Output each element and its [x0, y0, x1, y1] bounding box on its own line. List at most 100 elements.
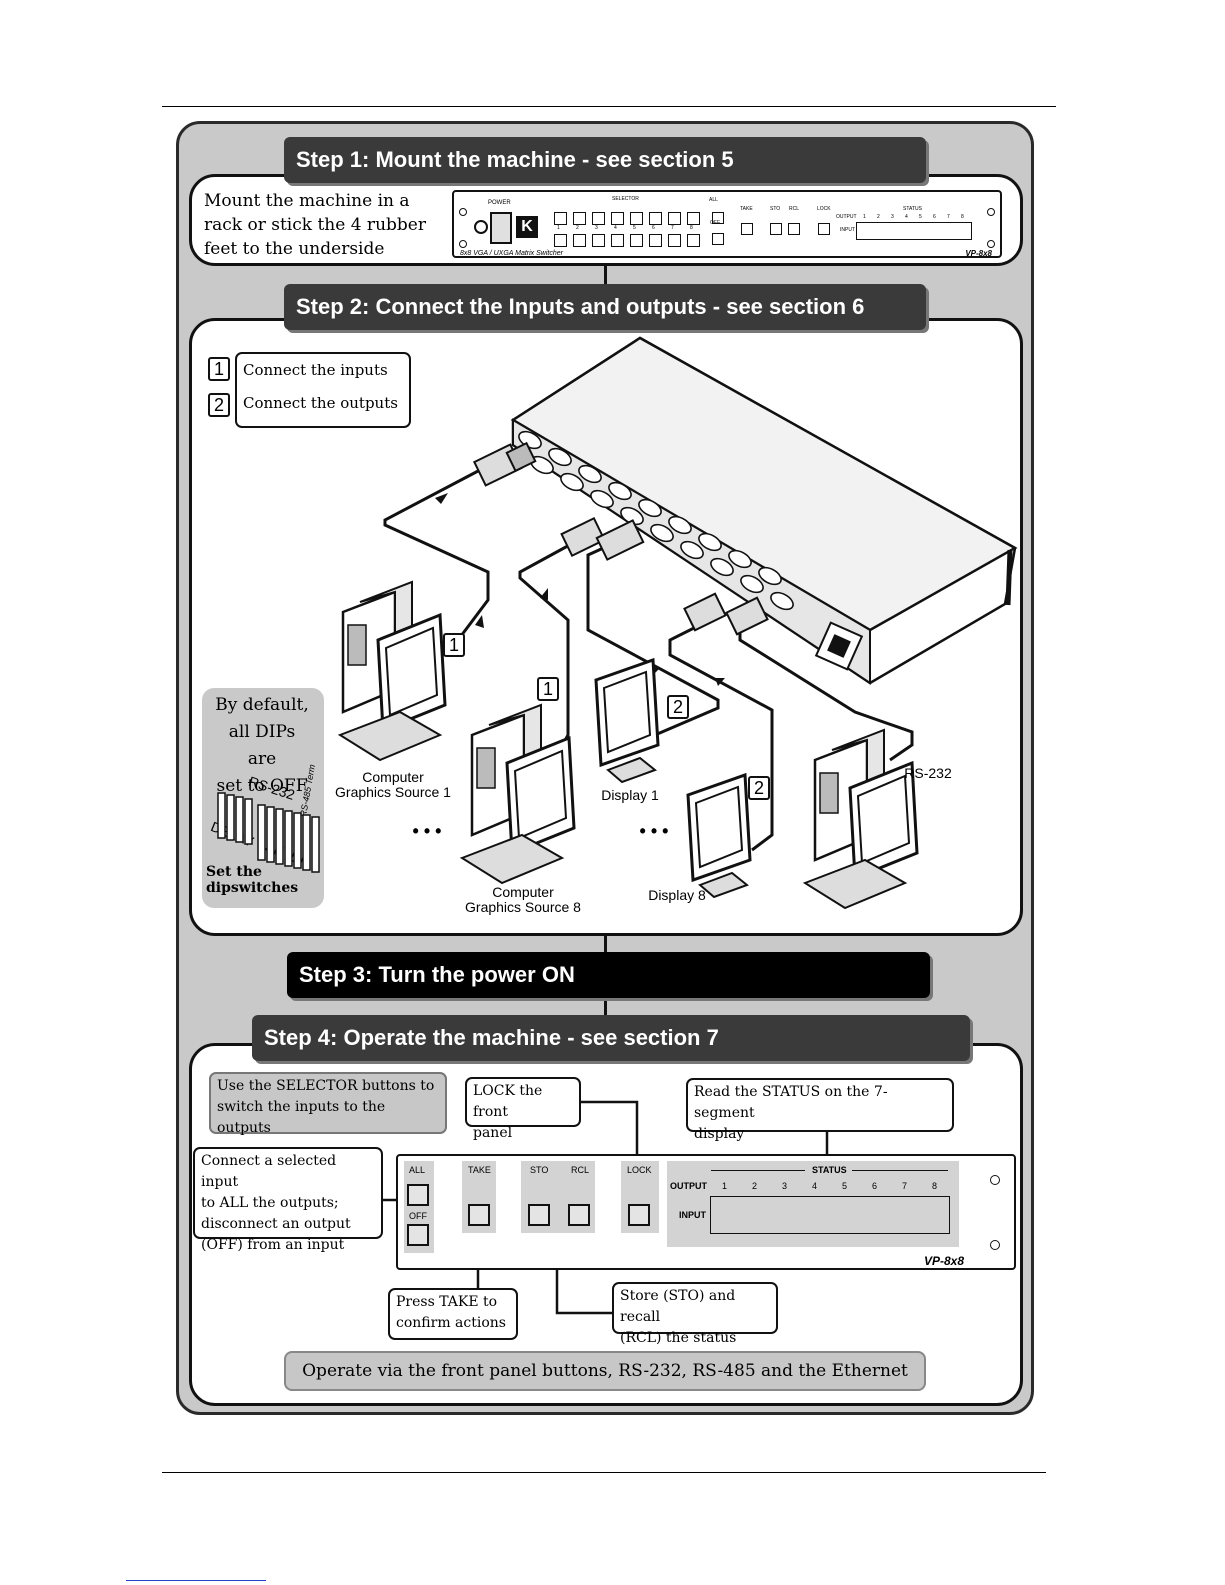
selector-output-button[interactable]	[687, 234, 700, 247]
selector-input-button[interactable]	[649, 212, 662, 225]
fp-output-number: 4	[812, 1181, 818, 1191]
fp-lock-button[interactable]	[628, 1204, 650, 1226]
selector-output-button[interactable]	[630, 234, 643, 247]
fp-take-label: TAKE	[468, 1165, 491, 1175]
fp-all-label: ALL	[409, 1165, 426, 1175]
callout-selector: Use the SELECTOR buttons to switch the i…	[209, 1072, 447, 1136]
fp-output-number: 1	[722, 1181, 728, 1191]
callout-all-off: Connect a selected input to ALL the outp…	[193, 1147, 383, 1253]
connector-line	[604, 933, 607, 953]
badge-input-1: 1	[443, 633, 465, 657]
sto-button[interactable]	[770, 223, 782, 235]
fp-output-number: 8	[932, 1181, 938, 1191]
rcl-button[interactable]	[788, 223, 800, 235]
selector-output-button[interactable]	[592, 234, 605, 247]
fp-rcl-label: RCL	[571, 1165, 590, 1175]
status-output-number: 2	[877, 214, 880, 220]
display-8	[686, 772, 752, 899]
vga-port	[740, 574, 764, 594]
rcl-label: RCL	[789, 206, 800, 212]
status-output-number: 3	[891, 214, 894, 220]
computer-source-8	[459, 703, 576, 885]
ellipsis: • • •	[639, 821, 669, 841]
callout-sto-rcl-line: Store (STO) and recall	[620, 1288, 736, 1325]
mount-hole	[987, 208, 995, 216]
selector-input-button[interactable]	[592, 212, 605, 225]
take-label: TAKE	[740, 206, 753, 212]
legend-box: Connect the inputs Connect the outputs	[235, 352, 411, 428]
selector-input-button[interactable]	[611, 212, 624, 225]
rear-ports	[518, 430, 794, 611]
arrow	[540, 588, 548, 600]
callout-take: Press TAKE to confirm actions	[388, 1288, 518, 1340]
mount-hole	[987, 240, 995, 248]
lock-button[interactable]	[818, 223, 830, 235]
legend-num-1: 1	[208, 357, 230, 381]
fp-take-button[interactable]	[468, 1204, 490, 1226]
footer-link-underline[interactable]	[126, 1580, 266, 1581]
step1-title: Step 1: Mount the machine - see section …	[284, 137, 926, 183]
source-1-line: Computer	[362, 769, 424, 785]
brand-logo: K	[516, 216, 538, 238]
selector-output-button[interactable]	[573, 234, 586, 247]
step4-title-text: Step 4: Operate the machine - see sectio…	[264, 1025, 719, 1050]
vga-port	[698, 532, 722, 552]
cable-rs232	[738, 630, 914, 762]
vga-connector	[683, 592, 769, 636]
off-button[interactable]	[712, 233, 724, 245]
step2-title-text: Step 2: Connect the Inputs and outputs -…	[296, 294, 865, 319]
source-1-line: Graphics Source 1	[335, 784, 451, 800]
dip-note-text: By default, all DIPs are set to OFF	[212, 692, 312, 800]
legend-num-2: 2	[208, 393, 230, 417]
source-8-line: Graphics Source 8	[465, 899, 581, 915]
selector-input-button[interactable]	[554, 212, 567, 225]
power-switch[interactable]	[490, 212, 512, 244]
callout-lock-line: LOCK the front	[473, 1083, 543, 1120]
selector-number: 3	[595, 225, 598, 231]
fp-all-button[interactable]	[407, 1184, 429, 1206]
fp-off-button[interactable]	[407, 1224, 429, 1246]
selector-input-button[interactable]	[630, 212, 643, 225]
fp-sto-button[interactable]	[528, 1204, 550, 1226]
label-source-8: Computer Graphics Source 8	[460, 885, 586, 915]
vga-connector	[472, 441, 537, 487]
callout-take-line: Press TAKE to	[396, 1294, 498, 1310]
status-output-number: 7	[947, 214, 950, 220]
vga-port	[650, 523, 674, 543]
ir-sensor	[474, 220, 488, 234]
power-label: POWER	[488, 200, 511, 206]
badge-input-8: 1	[537, 677, 559, 701]
source-8-line: Computer	[492, 884, 554, 900]
take-button[interactable]	[741, 223, 753, 235]
selector-number: 2	[576, 225, 579, 231]
selector-output-button[interactable]	[668, 234, 681, 247]
selector-output-button[interactable]	[611, 234, 624, 247]
selector-output-button[interactable]	[649, 234, 662, 247]
selector-number: 5	[633, 225, 636, 231]
input-label: INPUT	[840, 227, 855, 233]
computer-rs232	[802, 728, 919, 910]
arrow	[475, 615, 484, 628]
vga-port	[608, 481, 632, 501]
selector-output-button[interactable]	[554, 234, 567, 247]
callout-lock-line: panel	[473, 1125, 513, 1141]
fp-output-label: OUTPUT	[670, 1181, 707, 1191]
fp-model: VP-8x8	[924, 1254, 965, 1268]
fp-output-number: 6	[872, 1181, 878, 1191]
display-1	[594, 657, 660, 784]
fp-rcl-button[interactable]	[568, 1204, 590, 1226]
selector-input-button[interactable]	[668, 212, 681, 225]
status-output-number: 8	[961, 214, 964, 220]
legend-item-outputs: Connect the outputs	[243, 394, 398, 412]
status-rule-right	[852, 1170, 948, 1171]
callout-all-off-line: disconnect an output	[201, 1216, 351, 1232]
fp-sto-label: STO	[530, 1165, 549, 1175]
all-label: ALL	[709, 197, 718, 203]
legend-item-inputs: Connect the inputs	[243, 361, 388, 379]
dip-set-label: Set the dipswitches	[206, 864, 298, 896]
selector-input-button[interactable]	[687, 212, 700, 225]
selector-input-button[interactable]	[573, 212, 586, 225]
callout-selector-line: Use the SELECTOR buttons to	[217, 1078, 435, 1094]
all-button[interactable]	[712, 212, 724, 224]
